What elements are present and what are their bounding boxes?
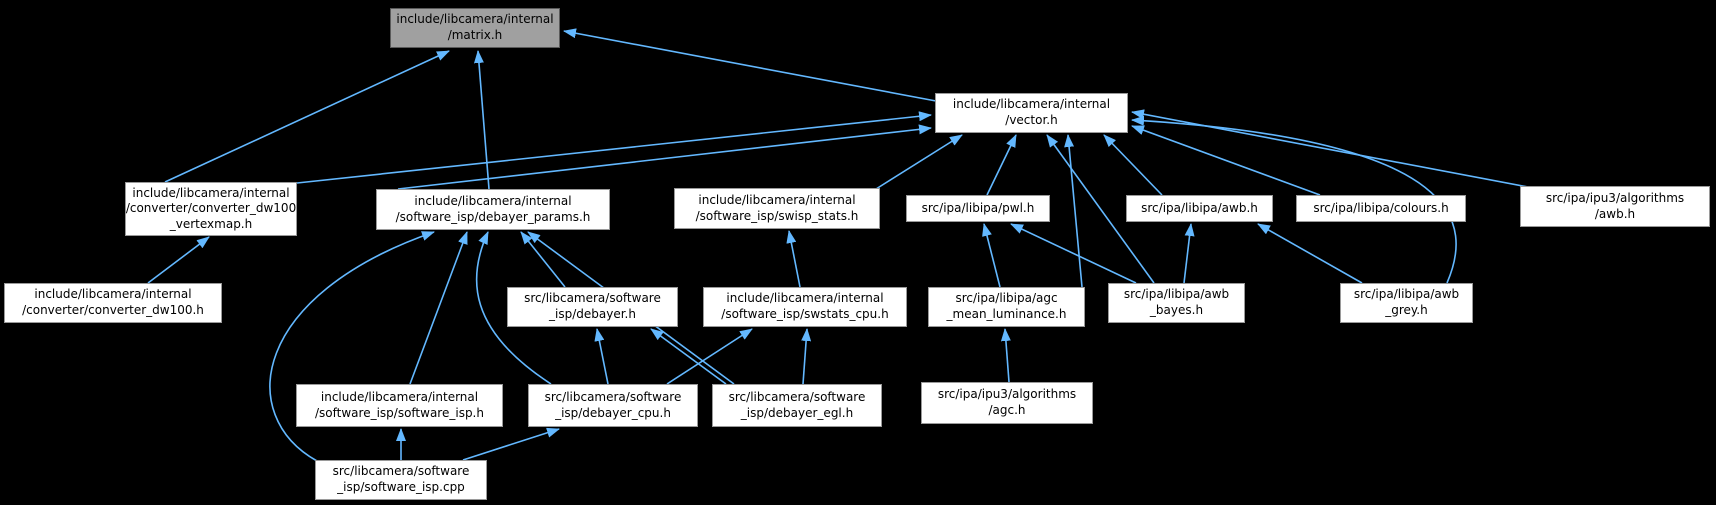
node-matrix-h[interactable]: include/libcamera/internal/matrix.h [390, 8, 560, 48]
node-label-line: src/ipa/libipa/agc [955, 291, 1058, 306]
node-label-line: src/ipa/ipu3/algorithms [937, 387, 1077, 402]
edge-converter-dw100-vertexmap-h-to-matrix-h [164, 50, 450, 183]
edge-swstats-cpu-h-to-swisp-stats-h [786, 230, 801, 288]
edge-awb-bayes-h-to-vector-h [1046, 134, 1155, 284]
edge-agc-mean-luminance-h-to-pwl-h [982, 223, 1001, 288]
node-label-line: include/libcamera/internal [396, 12, 554, 27]
node-debayer-cpu-h[interactable]: src/libcamera/software_isp/debayer_cpu.h [528, 384, 698, 427]
edge-software-isp-cpp-to-debayer-cpu-h [462, 427, 560, 461]
node-label-line: _isp/software_isp.cpp [337, 480, 465, 494]
node-label-line: src/ipa/libipa/colours.h [1313, 200, 1449, 215]
node-awb-grey-h[interactable]: src/ipa/libipa/awb_grey.h [1340, 283, 1473, 323]
edge-debayer-params-h-to-matrix-h [473, 50, 490, 190]
node-label-line: include/libcamera/internal [34, 287, 192, 302]
node-vector-h[interactable]: include/libcamera/internal/vector.h [935, 93, 1128, 133]
node-label-line: src/ipa/libipa/awb.h [1141, 200, 1258, 215]
node-label-line: /software_isp/swstats_cpu.h [721, 307, 889, 321]
node-label-line: include/libcamera/internal [952, 97, 1111, 112]
node-ipu3-awb-h[interactable]: src/ipa/ipu3/algorithms/awb.h [1520, 186, 1710, 227]
node-debayer-params-h[interactable]: include/libcamera/internal/software_isp/… [376, 189, 610, 230]
node-swstats-cpu-h[interactable]: include/libcamera/internal/software_isp/… [703, 287, 907, 327]
node-label-line: _isp/debayer_egl.h [740, 405, 854, 420]
edge-converter-dw100-vertexmap-h-to-vector-h [296, 111, 932, 184]
node-label-line: src/libcamera/software [728, 389, 866, 404]
edge-libipa-awb-h-to-vector-h [1103, 134, 1163, 196]
node-label-line: /matrix.h [447, 28, 503, 42]
node-label-line: /converter/converter_dw100 [125, 201, 297, 216]
node-label-line: src/libcamera/software [544, 389, 682, 404]
edge-ipu3-awb-h-to-vector-h [1131, 109, 1529, 188]
edge-awb-bayes-h-to-libipa-awb-h [1183, 223, 1195, 284]
node-label-line: include/libcamera/internal [132, 185, 290, 200]
node-label-line: src/ipa/libipa/pwl.h [921, 200, 1035, 215]
edge-debayer-params-h-to-vector-h [397, 124, 932, 190]
node-agc-mean-luminance-h[interactable]: src/ipa/libipa/agc_mean_luminance.h [928, 287, 1085, 327]
node-debayer-egl-h[interactable]: src/libcamera/software_isp/debayer_egl.h [712, 384, 882, 427]
edge-software-isp-h-to-debayer-params-h [409, 231, 468, 385]
edge-awb-grey-h-to-vector-h [1131, 115, 1457, 284]
node-label-line: src/ipa/ipu3/algorithms [1545, 190, 1685, 205]
node-label-line: _isp/debayer.h [549, 307, 636, 321]
node-libipa-awb-h[interactable]: src/ipa/libipa/awb.h [1126, 195, 1273, 222]
edge-debayer-h-to-debayer-params-h [520, 231, 566, 288]
edge-colours-h-to-vector-h [1131, 125, 1321, 196]
edge-converter-dw100-h-to-converter-dw100-vertexmap-h [147, 236, 210, 284]
node-label-line: include/libcamera/internal [726, 291, 884, 306]
node-label-line: include/libcamera/internal [698, 192, 856, 207]
edge-awb-grey-h-to-libipa-awb-h [1257, 223, 1363, 284]
edge-debayer-egl-h-to-swstats-cpu-h [801, 328, 812, 385]
node-pwl-h[interactable]: src/ipa/libipa/pwl.h [906, 195, 1050, 222]
edge-awb-bayes-h-to-pwl-h [1010, 223, 1137, 284]
node-label-line: /awb.h [1594, 206, 1636, 221]
node-debayer-h[interactable]: src/libcamera/software_isp/debayer.h [507, 287, 678, 327]
edge-debayer-cpu-h-to-swstats-cpu-h [666, 328, 753, 385]
node-label-line: include/libcamera/internal [414, 193, 572, 208]
edge-debayer-cpu-h-to-debayer-h [594, 328, 609, 385]
node-label-line: /software_isp/debayer_params.h [395, 209, 591, 224]
node-label-line: _mean_luminance.h [946, 307, 1067, 321]
node-label-line: src/ipa/libipa/awb [1123, 287, 1230, 302]
edge-debayer-cpu-h-to-debayer-params-h [475, 231, 552, 385]
node-label-line: /converter/converter_dw100.h [22, 303, 204, 317]
node-colours-h[interactable]: src/ipa/libipa/colours.h [1296, 195, 1466, 222]
node-label-line: _grey.h [1385, 303, 1428, 317]
edge-ipu3-agc-h-to-agc-mean-luminance-h [1000, 328, 1011, 383]
node-software-isp-cpp[interactable]: src/libcamera/software_isp/software_isp.… [315, 460, 487, 500]
node-ipu3-agc-h[interactable]: src/ipa/ipu3/algorithms/agc.h [921, 382, 1093, 424]
node-label-line: _bayes.h [1149, 303, 1204, 317]
edge-debayer-egl-h-to-debayer-h [650, 328, 727, 385]
node-label-line: /software_isp/software_isp.h [315, 405, 484, 420]
edge-agc-mean-luminance-h-to-vector-h [1064, 134, 1083, 288]
node-software-isp-h[interactable]: include/libcamera/internal/software_isp/… [296, 384, 503, 427]
node-label-line: /agc.h [988, 403, 1026, 417]
node-converter-dw100-h[interactable]: include/libcamera/internal/converter/con… [4, 283, 222, 323]
node-awb-bayes-h[interactable]: src/ipa/libipa/awb_bayes.h [1108, 283, 1245, 323]
node-swisp-stats-h[interactable]: include/libcamera/internal/software_isp/… [674, 188, 880, 229]
node-converter-dw100-vertexmap-h[interactable]: include/libcamera/internal/converter/con… [125, 182, 297, 236]
node-label-line: src/libcamera/software [332, 464, 470, 479]
edge-vector-h-to-matrix-h [563, 28, 937, 102]
node-label-line: include/libcamera/internal [320, 389, 479, 404]
node-label-line: _isp/debayer_cpu.h [555, 405, 671, 420]
edge-pwl-h-to-vector-h [986, 134, 1017, 196]
node-label-line: src/libcamera/software [524, 291, 661, 306]
edge-swisp-stats-h-to-vector-h [875, 134, 963, 190]
node-label-line: /software_isp/swisp_stats.h [695, 208, 859, 223]
node-label-line: /vector.h [1005, 113, 1058, 127]
node-label-line: src/ipa/libipa/awb [1353, 287, 1460, 302]
edge-software-isp-cpp-to-debayer-params-h [269, 231, 435, 462]
node-label-line: _vertexmap.h [169, 216, 253, 231]
